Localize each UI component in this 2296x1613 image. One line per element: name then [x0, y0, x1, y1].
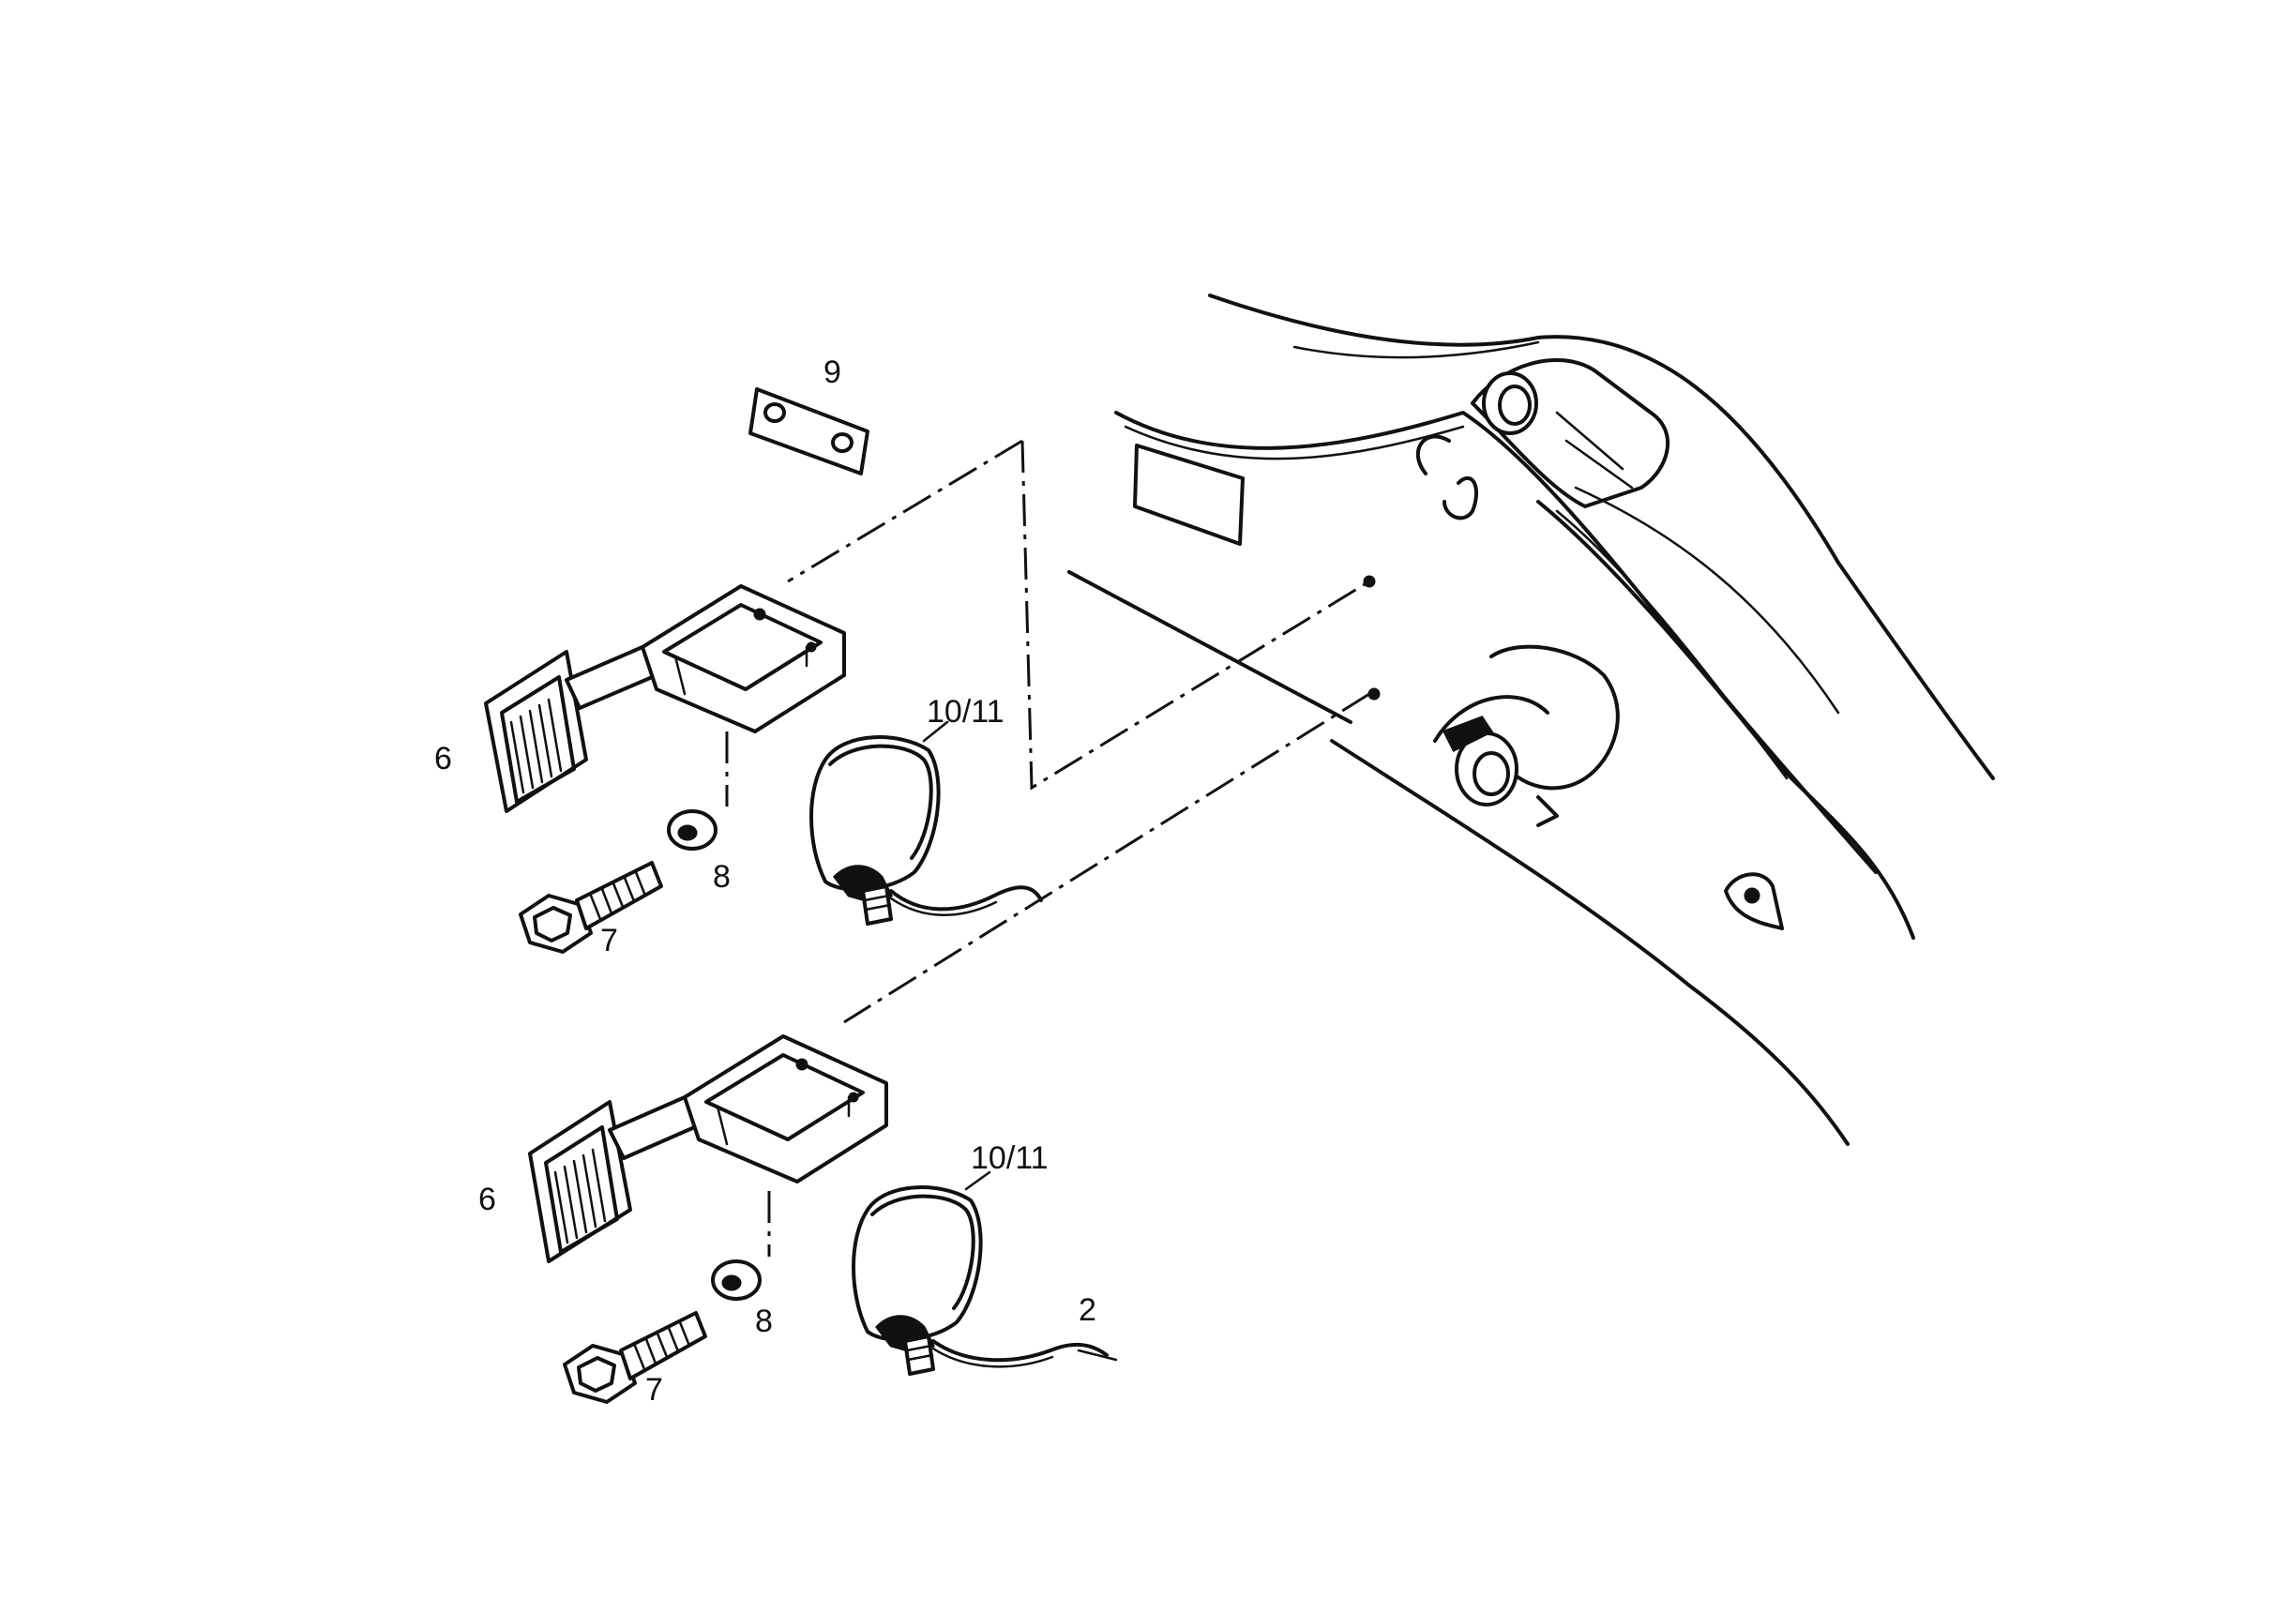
body-handle-recess — [1471, 357, 1669, 508]
callout-10-11-upper: 10/11 — [927, 694, 1004, 730]
part-7-bolt-lower — [563, 1311, 707, 1404]
part-8-washer-upper — [667, 809, 718, 851]
part-10-11-lamp-upper — [809, 735, 1043, 926]
body-reflector-plate — [1133, 444, 1245, 546]
part-10-11-lamp-lower — [852, 1185, 1118, 1376]
callout-leaders — [922, 720, 991, 1191]
body-fastener — [1724, 872, 1784, 930]
callout-6-upper: 6 — [434, 741, 452, 776]
part-6-mirror-bracket-lower — [528, 1034, 888, 1263]
body-mounted-lamp — [1433, 644, 1620, 827]
callout-7-lower: 7 — [645, 1372, 663, 1408]
callout-8-upper: 8 — [713, 859, 731, 895]
part-6-mirror-bracket-upper — [484, 584, 846, 813]
callout-2: 2 — [1079, 1292, 1096, 1328]
callout-9: 9 — [823, 354, 841, 390]
body-mount-clip — [1415, 434, 1478, 520]
mount-hole-lower — [1367, 687, 1381, 701]
vehicle-body — [1067, 294, 1995, 1146]
part-9-mounting-plate — [748, 387, 869, 475]
callout-6-lower: 6 — [478, 1182, 496, 1217]
part-7-bolt-upper — [519, 861, 663, 954]
leader-lines — [725, 439, 1370, 1257]
part-8-washer-lower — [711, 1259, 762, 1301]
callout-10-11-lower: 10/11 — [971, 1140, 1049, 1176]
callout-8-lower: 8 — [755, 1304, 773, 1339]
callout-7-upper: 7 — [600, 923, 618, 958]
